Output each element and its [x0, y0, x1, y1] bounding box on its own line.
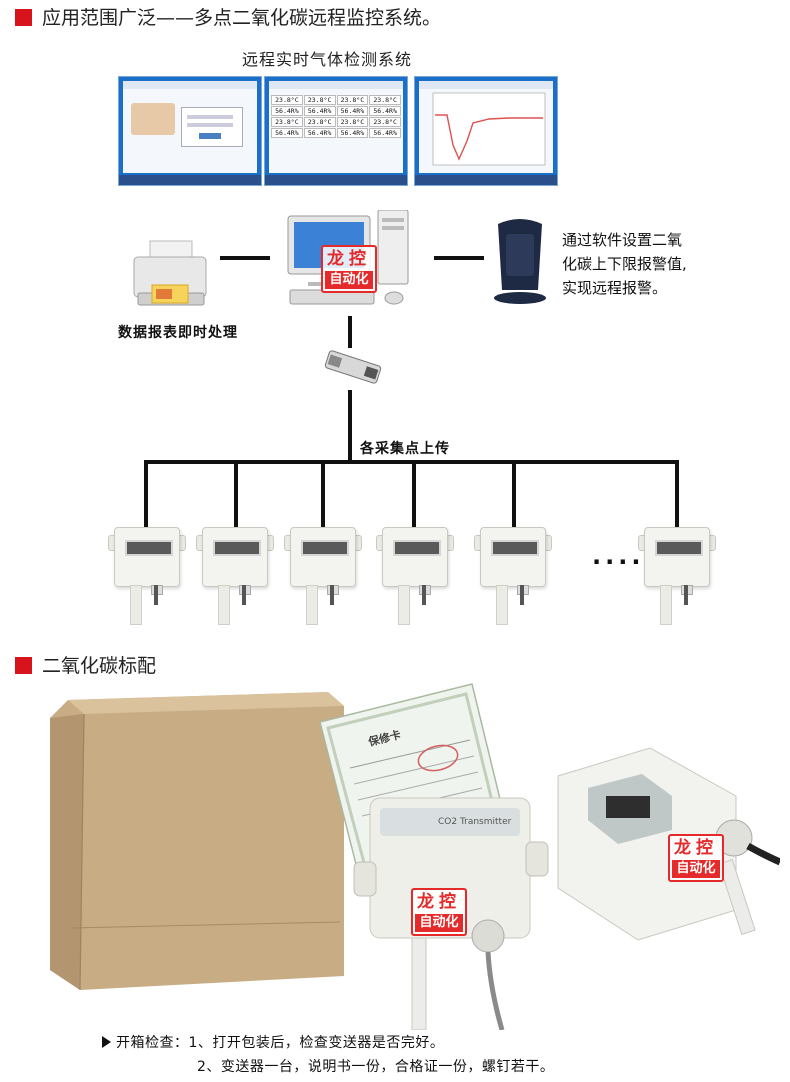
product-photo: [50, 683, 780, 1030]
temp-cell: 23.8°C: [336, 95, 369, 105]
alarm-link-line: [434, 256, 484, 260]
drop-line: [321, 460, 325, 528]
drop-line: [512, 460, 516, 528]
co2-sensor-node: [108, 527, 186, 625]
alarm-text-line: 化碳上下限报警值,: [562, 255, 687, 273]
bus-line: [144, 460, 679, 464]
pc-to-converter-line: [348, 316, 352, 348]
drop-line: [234, 460, 238, 528]
temp-cell: 23.8°C: [271, 117, 303, 127]
printer-caption: 数据报表即时处理: [118, 325, 238, 341]
temp-cell: 23.8°C: [369, 95, 401, 105]
section-title-application: 应用范围广泛——多点二氧化碳远程监控系统。: [15, 6, 441, 30]
software-curve-screenshot: [414, 76, 558, 186]
brand-sub: 自动化: [672, 860, 720, 878]
brand-char-1: 龙: [327, 249, 349, 269]
drop-line: [675, 460, 679, 528]
section-title-text: 二氧化碳标配: [42, 655, 157, 677]
brand-char-2: 控: [349, 249, 371, 269]
temp-cell: 23.8°C: [369, 117, 401, 127]
check-line-2: 2、变送器一台，说明书一份，合格证一份，螺钉若干。: [197, 1059, 555, 1075]
more-nodes-ellipsis: ····: [592, 548, 645, 576]
brand-char-2: 控: [696, 838, 718, 858]
trend-curve-icon: [432, 92, 546, 166]
temp-cell: 23.8°C: [271, 95, 303, 105]
co2-sensor-node: [474, 527, 552, 625]
co2-sensor-node: [284, 527, 362, 625]
bus-caption: 各采集点上传: [360, 441, 450, 457]
section-title-standard: 二氧化碳标配: [15, 654, 156, 678]
printer-icon: [133, 240, 207, 306]
temp-cell: 56.4R%: [369, 106, 401, 116]
temp-cell: 23.8°C: [336, 117, 369, 127]
brand-char-1: 龙: [674, 838, 696, 858]
co2-sensor-node: [638, 527, 716, 625]
converter-icon: [324, 350, 382, 384]
brand-char-1: 龙: [417, 892, 439, 912]
converter-to-bus-line: [348, 390, 352, 462]
brand-watermark-product-front: 龙控 自动化: [411, 888, 467, 936]
check-line-1-text: 开箱检查：1、打开包装后，检查变送器是否完好。: [116, 1035, 445, 1051]
brand-sub: 自动化: [325, 271, 373, 289]
temp-cell: 23.8°C: [303, 117, 336, 127]
co2-sensor-node: [376, 527, 454, 625]
printer-link-line: [220, 256, 270, 260]
alarm-text-line: 实现远程报警。: [562, 279, 668, 297]
section-title-text: 应用范围广泛——多点二氧化碳远程监控系统。: [42, 7, 442, 29]
temp-cell: 56.4R%: [303, 128, 336, 138]
alarm-device-icon: [494, 219, 546, 304]
drop-line: [412, 460, 416, 528]
brand-sub: 自动化: [415, 914, 463, 932]
co2-sensor-node: [196, 527, 274, 625]
drop-line: [144, 460, 148, 528]
temp-cell: 56.4R%: [271, 128, 303, 138]
temp-cell: 56.4R%: [303, 106, 336, 116]
alarm-text-line: 通过软件设置二氧: [562, 231, 683, 249]
temp-cell: 56.4R%: [336, 128, 369, 138]
software-login-screenshot: [118, 76, 262, 186]
temp-cell: 23.8°C: [303, 95, 336, 105]
brand-char-2: 控: [439, 892, 461, 912]
temp-cell: 56.4R%: [271, 106, 303, 116]
triangle-bullet-icon: [102, 1036, 111, 1048]
temp-cell: 56.4R%: [369, 128, 401, 138]
brand-watermark-computer: 龙控 自动化: [321, 245, 377, 293]
check-line-1: 开箱检查：1、打开包装后，检查变送器是否完好。: [102, 1032, 444, 1052]
brand-watermark-product-back: 龙控 自动化: [668, 834, 724, 882]
section-marker-icon: [15, 9, 32, 26]
section-marker-icon: [15, 657, 32, 674]
temp-cell: 56.4R%: [336, 106, 369, 116]
diagram-subtitle: 远程实时气体检测系统: [242, 50, 413, 69]
transmitter-label: CO2 Transmitter: [438, 817, 512, 827]
alarm-description: 通过软件设置二氧 化碳上下限报警值, 实现远程报警。: [562, 228, 687, 300]
